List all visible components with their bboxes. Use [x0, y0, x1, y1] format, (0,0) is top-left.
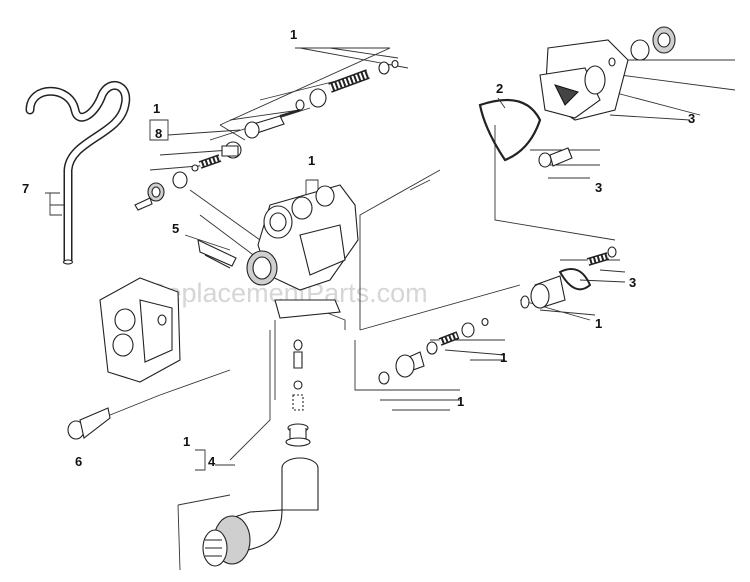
callout-labels: 1 1 8 7 5 1 2 3 3 3 1 1 1 6 1 4 [22, 27, 695, 469]
part-upper-valve-set [244, 59, 399, 139]
callout-1-b4: 1 [183, 434, 190, 449]
part-lower-valve-set [378, 317, 489, 385]
part-left-valve-set [134, 141, 242, 211]
callout-3-right: 3 [629, 275, 636, 290]
callout-3-top: 3 [688, 111, 695, 126]
callout-1-bottom: 1 [457, 394, 464, 409]
part-clip [197, 239, 237, 269]
part-seal-triangle [478, 98, 542, 162]
callout-6: 6 [75, 454, 82, 469]
part-housing-block [99, 277, 181, 383]
callout-4: 4 [208, 454, 216, 469]
part-tube-hose [25, 80, 131, 265]
callout-1-lower: 1 [500, 350, 507, 365]
part-head-assembly [539, 26, 676, 121]
callout-1-left: 1 [153, 101, 160, 116]
callout-2: 2 [496, 81, 503, 96]
callout-1-top: 1 [290, 27, 297, 42]
callout-3-mid: 3 [595, 180, 602, 195]
callout-5: 5 [172, 221, 179, 236]
callout-1-mid: 1 [308, 153, 315, 168]
part-small-valve [538, 147, 573, 168]
part-check-valve-stack [285, 339, 311, 447]
callout-1-right: 1 [595, 316, 602, 331]
part-screw [67, 407, 111, 440]
part-right-valve-set [520, 246, 617, 309]
callout-8: 8 [155, 126, 162, 141]
part-elbow-inlet [202, 457, 319, 567]
callout-7: 7 [22, 181, 29, 196]
leader-lines [45, 47, 736, 571]
part-pump-body [246, 184, 359, 319]
